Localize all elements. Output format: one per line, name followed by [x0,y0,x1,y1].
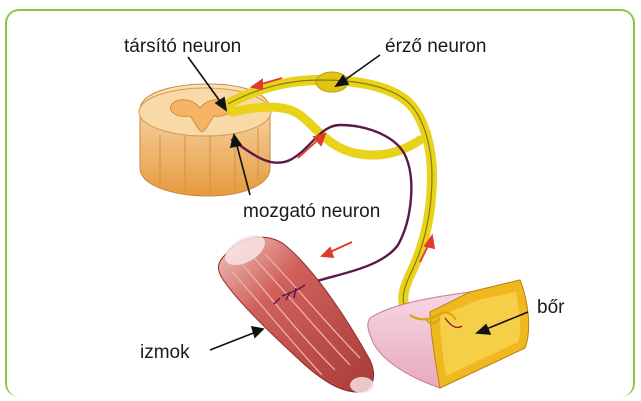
label-muscles: izmok [140,343,190,362]
label-skin: bőr [537,298,564,317]
arrow-middle [298,134,325,158]
skin [368,280,529,388]
label-motor-neuron: mozgató neuron [243,202,380,221]
arrow-motor [322,242,352,257]
label-associative-neuron: társító neuron [124,37,241,56]
label-sensory-neuron: érző neuron [385,37,486,56]
spinal-cord [139,84,271,196]
pointer-muscles [210,327,263,350]
muscle [218,229,374,393]
